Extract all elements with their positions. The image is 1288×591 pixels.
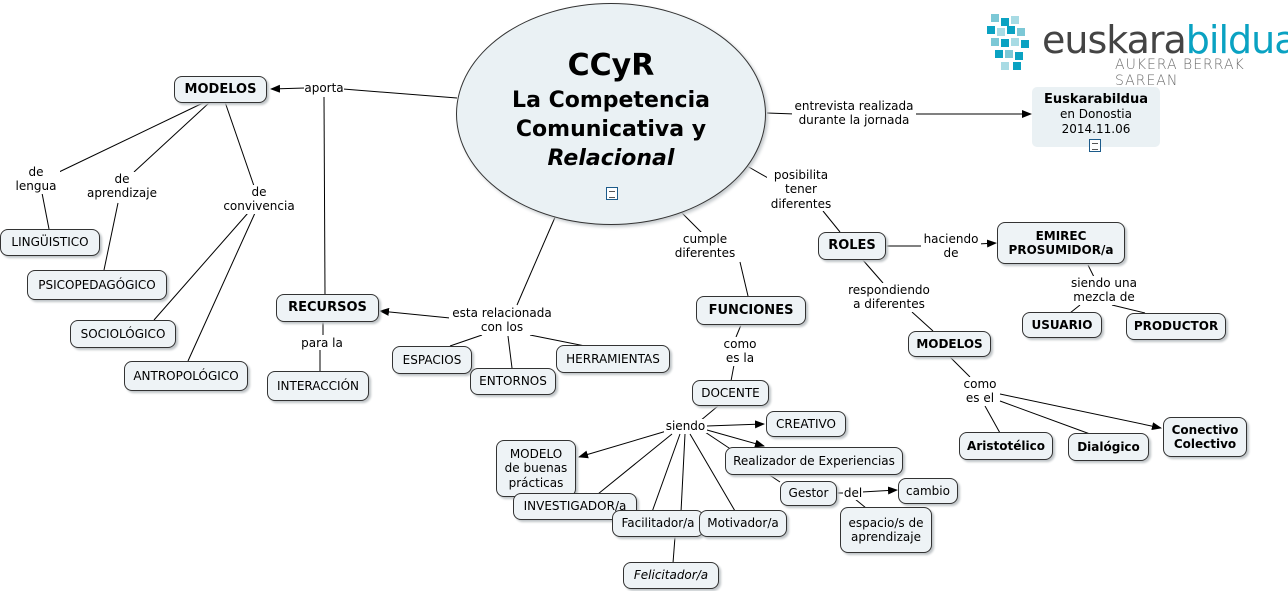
node-conectivo-colectivo[interactable]: Conectivo Colectivo	[1163, 417, 1247, 457]
label-cumple-diferentes: cumple diferentes	[671, 232, 739, 261]
central-topic[interactable]: CCyR La Competencia Comunicativa y Relac…	[456, 3, 766, 225]
node-interaccion[interactable]: INTERACCIÓN	[267, 371, 369, 401]
node-recursos[interactable]: RECURSOS	[276, 294, 379, 322]
label-respondiendo: respondiendo a diferentes	[844, 283, 934, 312]
node-docente[interactable]: DOCENTE	[692, 380, 769, 406]
central-title: CCyR	[567, 48, 655, 83]
euskarabildua-logo: euskarabildua AUKERA BERRAK SAREAN	[985, 14, 1288, 89]
label-como-es-la: como es la	[721, 337, 759, 366]
node-psicopedagogico[interactable]: PSICOPEDAGÓGICO	[27, 270, 167, 300]
node-funciones[interactable]: FUNCIONES	[696, 296, 806, 325]
node-gestor[interactable]: Gestor	[780, 481, 837, 506]
label-aporta: aporta	[304, 81, 344, 96]
label-para-la: para la	[300, 336, 344, 351]
node-aristotelico[interactable]: Aristotélico	[959, 432, 1053, 460]
central-subtitle: La Competencia Comunicativa y Relacional	[457, 86, 765, 173]
node-sociologico[interactable]: SOCIOLÓGICO	[70, 320, 176, 348]
event-resource-icon[interactable]	[1089, 139, 1101, 152]
central-subtitle-italic: Relacional	[547, 146, 675, 171]
event-node[interactable]: Euskarabildua en Donostia 2014.11.06	[1032, 87, 1160, 152]
node-creativo[interactable]: CREATIVO	[766, 411, 846, 437]
logo-wordmark: euskarabildua	[1042, 18, 1288, 62]
node-realizador[interactable]: Realizador de Experiencias	[725, 447, 903, 475]
node-entornos[interactable]: ENTORNOS	[470, 368, 556, 395]
central-subtitle-line2: Comunicativa y	[515, 117, 707, 142]
label-de-convivencia: de convivencia	[221, 185, 297, 214]
label-esta-relacionada: esta relacionada con los	[449, 306, 555, 335]
node-modelos-top[interactable]: MODELOS	[174, 76, 267, 103]
logo-tagline: AUKERA BERRAK SAREAN	[1115, 57, 1245, 89]
node-espacios[interactable]: ESPACIOS	[392, 346, 472, 374]
node-linguistico[interactable]: LINGÜISTICO	[0, 229, 100, 256]
label-como-es-el: como es el	[961, 377, 999, 406]
node-productor[interactable]: PRODUCTOR	[1126, 313, 1226, 340]
node-modelos-right[interactable]: MODELOS	[908, 331, 991, 357]
event-place: en Donostia	[1060, 107, 1132, 121]
node-cambio[interactable]: cambio	[898, 478, 958, 504]
label-siendo-mezcla: siendo una mezcla de	[1066, 276, 1142, 305]
label-posibilita: posibilita tener diferentes	[767, 168, 835, 212]
node-facilitador[interactable]: Facilitador/a	[612, 510, 704, 537]
node-emirec-prosumidor[interactable]: EMIREC PROSUMIDOR/a	[997, 222, 1125, 264]
node-usuario[interactable]: USUARIO	[1022, 312, 1102, 338]
central-subtitle-line3: Relacional	[457, 144, 765, 173]
node-espacios-aprendizaje[interactable]: espacio/s de aprendizaje	[840, 507, 932, 553]
label-de-aprendizaje: de aprendizaje	[84, 172, 160, 201]
label-siendo: siendo	[664, 419, 707, 434]
node-antropologico[interactable]: ANTROPOLÓGICO	[124, 361, 248, 391]
label-haciendo-de: haciendo de	[921, 232, 981, 261]
label-entrevista: entrevista realizada durante la jornada	[792, 99, 916, 128]
node-felicitador[interactable]: Felicitador/a	[623, 562, 719, 589]
logo-word-part1: euskara	[1042, 18, 1187, 62]
resource-icon[interactable]	[606, 187, 618, 200]
node-motivador[interactable]: Motivador/a	[699, 510, 787, 537]
event-title: Euskarabildua	[1043, 92, 1149, 107]
node-dialogico[interactable]: Dialógico	[1068, 433, 1149, 461]
label-de-lengua: de lengua	[12, 165, 60, 194]
central-subtitle-line1: La Competencia	[512, 88, 710, 113]
node-herramientas[interactable]: HERRAMIENTAS	[556, 345, 670, 373]
label-del: del	[843, 486, 863, 501]
event-date: 2014.11.06	[1061, 122, 1131, 136]
logo-word-part2: bildua	[1185, 18, 1288, 62]
node-roles[interactable]: ROLES	[818, 232, 886, 260]
node-modelo-buenas-practicas[interactable]: MODELO de buenas prácticas	[496, 440, 576, 497]
